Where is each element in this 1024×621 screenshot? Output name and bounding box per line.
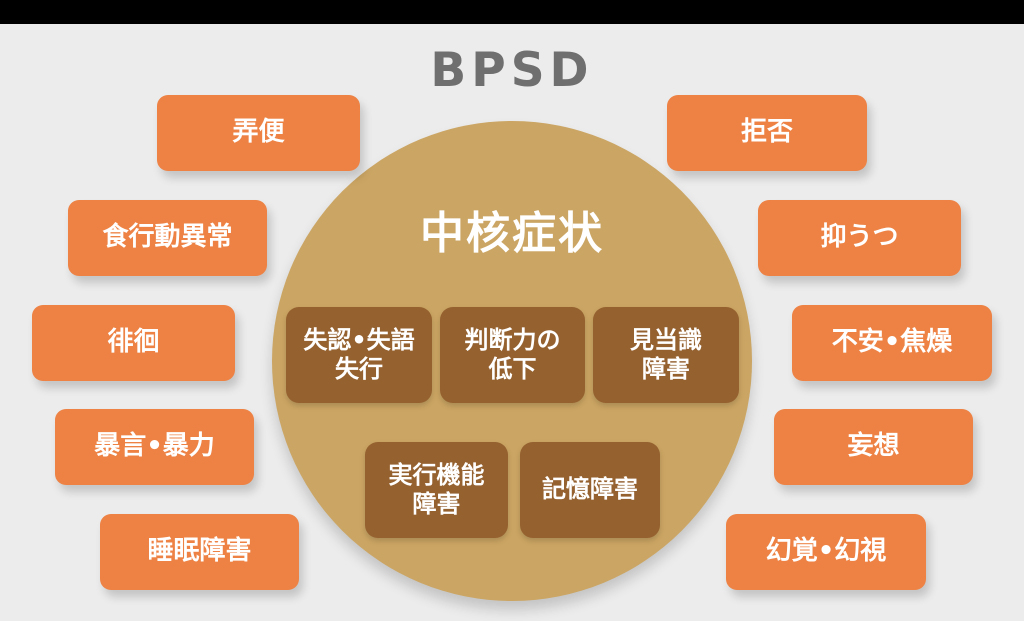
page-title: BPSD	[430, 43, 594, 98]
top-black-bar	[0, 0, 1024, 24]
core-symptom-box: 見当識 障害	[593, 307, 739, 403]
bpsd-box-roben: 弄便	[157, 95, 360, 171]
core-symptom-box: 実行機能 障害	[365, 442, 508, 538]
bpsd-box-mouso: 妄想	[774, 409, 973, 485]
bpsd-box-genkaku-genshi: 幻覚•幻視	[726, 514, 926, 590]
core-symptom-box: 記憶障害	[520, 442, 660, 538]
diagram-stage: BPSD 中核症状 失認•失語 失行判断力の 低下見当識 障害実行機能 障害記憶…	[0, 24, 1024, 621]
core-symptoms-label: 中核症状	[420, 208, 604, 259]
bpsd-box-shokudo-ijo: 食行動異常	[68, 200, 267, 276]
core-symptom-box: 失認•失語 失行	[286, 307, 432, 403]
core-symptom-box: 判断力の 低下	[440, 307, 585, 403]
bpsd-box-yokuutsu: 抑うつ	[758, 200, 961, 276]
bpsd-box-haikai: 徘徊	[32, 305, 235, 381]
bpsd-box-kyohi: 拒否	[667, 95, 867, 171]
bpsd-box-suimin-shogai: 睡眠障害	[100, 514, 299, 590]
bpsd-box-bougen-bouryoku: 暴言•暴力	[55, 409, 254, 485]
bpsd-box-fuan-shoso: 不安•焦燥	[792, 305, 992, 381]
